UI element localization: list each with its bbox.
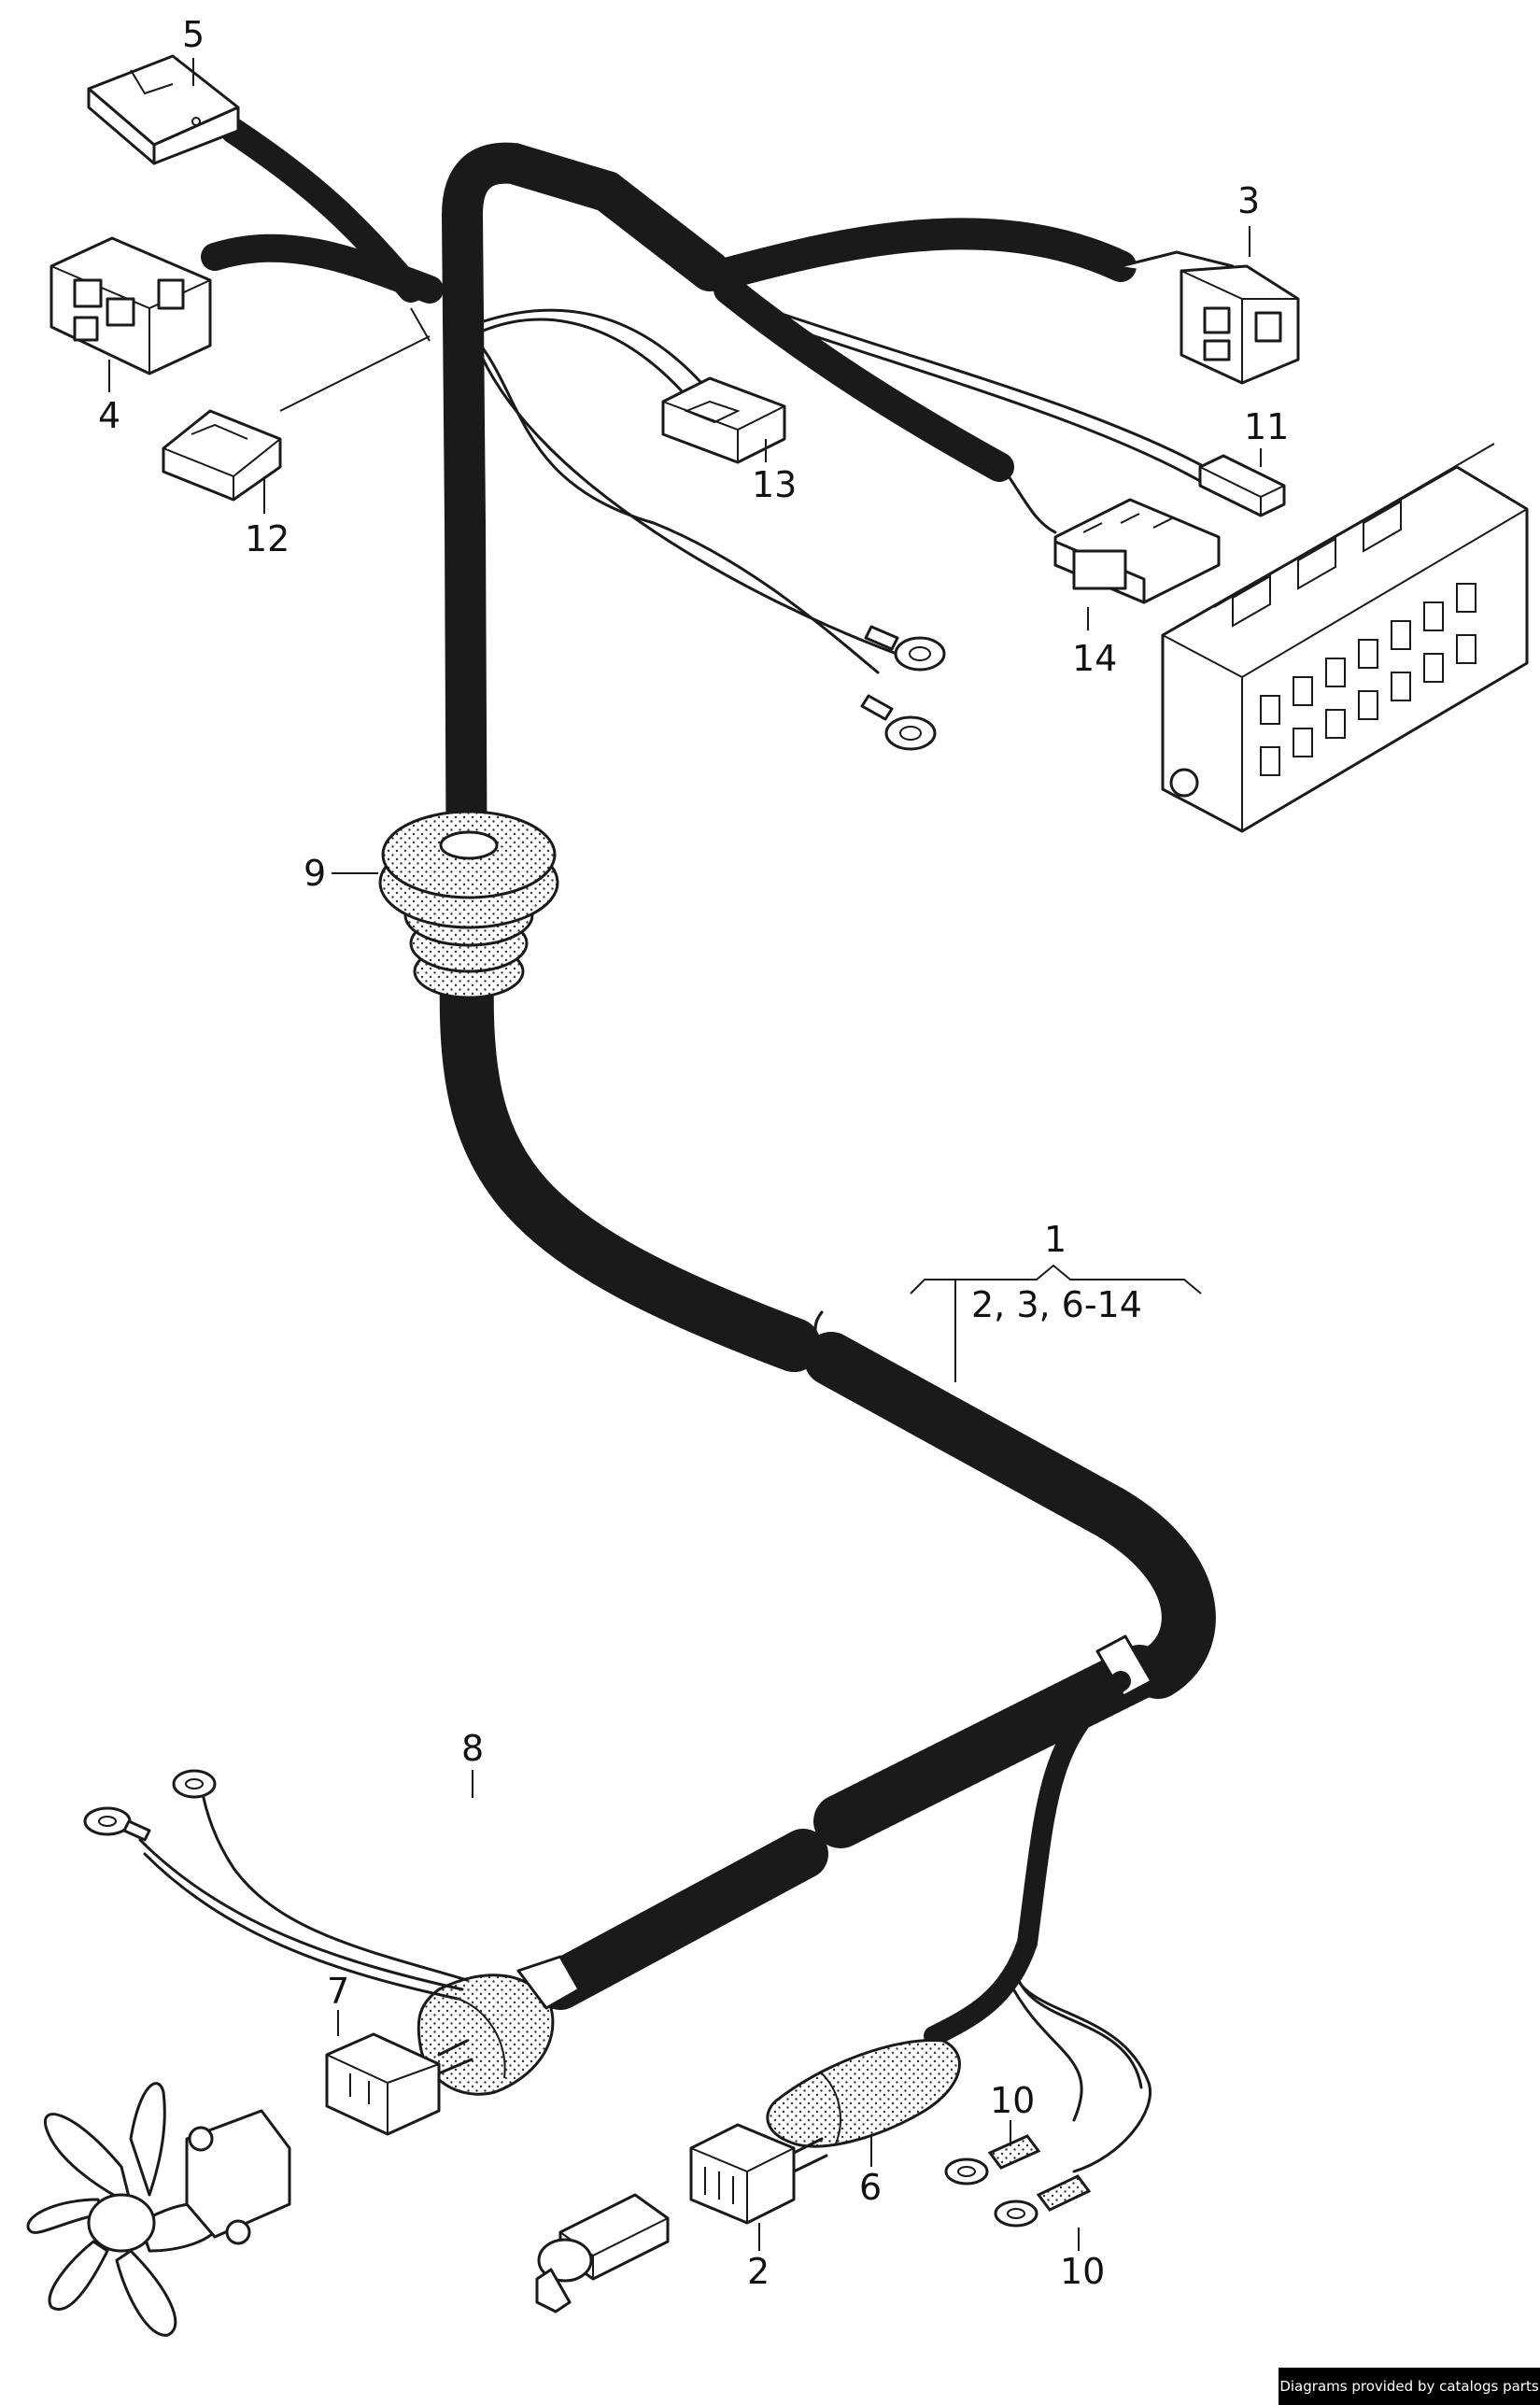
leader-lines (108, 58, 1262, 2251)
thermo-switch (535, 2193, 670, 2313)
branch-cable-right (924, 1671, 1151, 2173)
callout-4: 4 (98, 395, 120, 436)
ring-terminal-lower-1 (172, 1769, 217, 1799)
connector-4 (49, 236, 212, 375)
callout-2: 2 (747, 2251, 770, 2292)
connector-14 (1007, 474, 1221, 604)
callout-10a: 10 (990, 2080, 1035, 2121)
callout-6: 6 (859, 2167, 882, 2208)
ring-terminal-lower-2 (83, 1806, 151, 1842)
ring-terminal-10b (994, 2174, 1092, 2228)
ring-terminal-upper-1 (864, 625, 946, 672)
cooling-fan-motor (26, 2082, 291, 2337)
connector-3 (1120, 250, 1300, 385)
diagram-credit: Diagrams provided by catalogs parts (1279, 2368, 1540, 2405)
connector-13 (661, 376, 786, 464)
callout-11: 11 (1244, 406, 1289, 447)
main-harness-cable (439, 954, 1216, 2010)
connector-6 (766, 2038, 961, 2148)
connector-5 (87, 54, 240, 165)
grommet (378, 810, 559, 999)
ring-terminal-10a (944, 2134, 1041, 2186)
ring-terminal-upper-2 (860, 694, 937, 751)
callout-10b: 10 (1060, 2251, 1105, 2292)
connector-11 (1198, 454, 1286, 517)
callout-14: 14 (1072, 638, 1117, 679)
connector-12 (162, 409, 282, 502)
connector-8 (417, 1955, 581, 2096)
callout-5: 5 (182, 14, 205, 55)
callout-9: 9 (304, 853, 326, 894)
callout-13: 13 (752, 464, 797, 505)
connector-2 (689, 2123, 828, 2225)
wires-to-ring-terminals-lower (138, 1782, 469, 2001)
connector-7 (325, 2032, 473, 2136)
upper-harness-cable (201, 118, 1207, 955)
fuse-relay-panel (1161, 443, 1529, 833)
callout-8: 8 (461, 1728, 484, 1769)
callout-12: 12 (245, 518, 290, 559)
callout-3: 3 (1237, 180, 1260, 221)
callout-7: 7 (327, 1971, 349, 2012)
callout-1-range: 2, 3, 6-14 (971, 1284, 1142, 1325)
callout-1: 1 (1044, 1219, 1067, 1260)
